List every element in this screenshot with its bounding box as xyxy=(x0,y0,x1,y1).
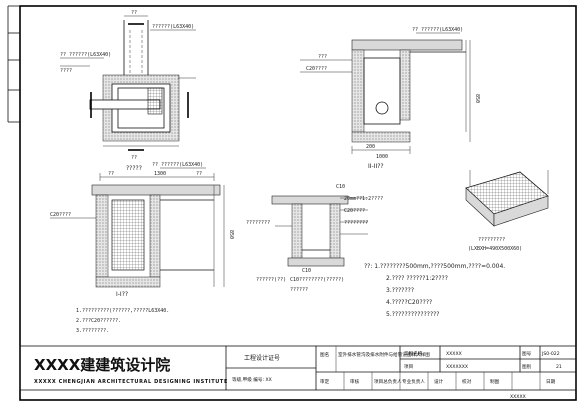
ii-caption: II-II?? xyxy=(368,163,384,170)
grate-detail-drawing xyxy=(465,170,549,227)
footer-text: XXXXX xyxy=(510,394,526,400)
ii-left-label-1: ??? xyxy=(318,54,327,60)
note-3: 3.??????? xyxy=(386,287,414,294)
left-note-2: 2.???C20??????. xyxy=(76,318,121,324)
note-5: 5.??????????????? xyxy=(386,311,440,318)
sig-check: 校对 xyxy=(462,378,472,385)
pit-c10-top: C10 xyxy=(336,184,345,190)
project-label: 工程名称 xyxy=(404,350,423,357)
ii-left-label-2: C20???? xyxy=(306,66,327,72)
i-dim-left: ?? xyxy=(108,171,114,177)
ii-top-label: ?? ??????(L63X40) xyxy=(412,27,463,33)
institute-name-en: XXXXX CHENGJIAN ARCHITECTURAL DESIGNING … xyxy=(34,379,228,385)
drawing-no: JS0-022 xyxy=(541,351,560,357)
pit-detail-drawing xyxy=(271,195,368,267)
note-1: ??: 1.????????500mm,????500mm,????=0.004… xyxy=(364,263,505,270)
sig-discipline-lead: 专业负责人 xyxy=(402,378,425,385)
sheet-border xyxy=(19,5,577,401)
section-ii-drawing xyxy=(300,32,471,154)
i-caption: I-I?? xyxy=(116,291,128,298)
sheet-label: 图别 xyxy=(522,363,532,370)
pit-caption: ??????(??) xyxy=(256,277,286,283)
drawing-no-label: 图号 xyxy=(522,351,532,357)
ii-dim-1: 200 xyxy=(366,144,375,150)
grade-label: 等级,甲级 编号: XX xyxy=(232,376,272,383)
section-i-drawing xyxy=(50,167,225,288)
sig-draft: 制图 xyxy=(490,378,500,385)
note-4: 4.?????C20???? xyxy=(386,299,432,306)
pit-label-1: 20mm??1:2???? xyxy=(344,196,383,202)
sig-design: 设计 xyxy=(434,378,444,385)
i-dim-height: 850 xyxy=(228,230,234,239)
drawing-name: 室外排水管沟及排水附件与给管道图样大样图 xyxy=(338,351,430,358)
binding-strip xyxy=(7,5,20,123)
grate-caption: ????????? xyxy=(478,237,505,243)
sig-approve: 审定 xyxy=(320,378,330,385)
plan-view xyxy=(60,15,196,151)
pit-note-1: C10????????(?????) xyxy=(290,277,344,283)
title-block xyxy=(19,345,577,391)
pit-side-label: ???????? xyxy=(246,220,270,226)
project-value: XXXXX xyxy=(446,351,462,357)
left-note-3: 3.????????. xyxy=(76,328,109,334)
i-dim-right: ?? xyxy=(196,171,202,177)
sub-value: XXXXXXX xyxy=(446,364,468,370)
left-note-1: 1.?????????(??????,?????L63X40. xyxy=(76,308,169,314)
plan-top-label: ??????(L63X40) xyxy=(152,24,194,30)
plan-dim-top: ?? xyxy=(131,10,137,16)
sig-project-lead: 项目总负责人 xyxy=(374,378,402,385)
plan-caption: ????? xyxy=(126,165,142,172)
ii-dim-2: 1000 xyxy=(376,154,388,160)
plan-dim-bottom: ?? xyxy=(131,155,137,161)
i-left-label: C20???? xyxy=(50,212,71,218)
sheet-value: 21 xyxy=(556,364,562,370)
i-top-label: ?? ??????(L63X40) xyxy=(152,162,203,168)
i-dim-mid: 1300 xyxy=(154,171,166,177)
pit-c10-bottom: C10 xyxy=(302,268,311,274)
drawing-name-label: 图名 xyxy=(320,351,329,358)
pit-note-2: ?????? xyxy=(290,287,308,293)
ii-dim-height: 850 xyxy=(474,94,480,103)
grate-subcaption: (LXBXH=490X500X60) xyxy=(468,246,522,252)
note-2: 2.???? ??????1:2???? xyxy=(386,275,448,282)
sub-label: 项目 xyxy=(404,364,413,370)
sig-review: 审核 xyxy=(350,378,360,385)
cert-label: 工程设计证号 xyxy=(244,354,280,362)
pit-label-2: C20???? xyxy=(344,208,365,214)
plan-side-label-1: ?? ??????(L63X40) xyxy=(60,52,111,58)
plan-side-label-2: ???? xyxy=(60,68,72,74)
pit-label-3: ???????? xyxy=(344,220,368,226)
institute-name-cn: XXXX建建筑设计院 xyxy=(34,356,170,374)
date-label: 日期 xyxy=(546,379,556,385)
